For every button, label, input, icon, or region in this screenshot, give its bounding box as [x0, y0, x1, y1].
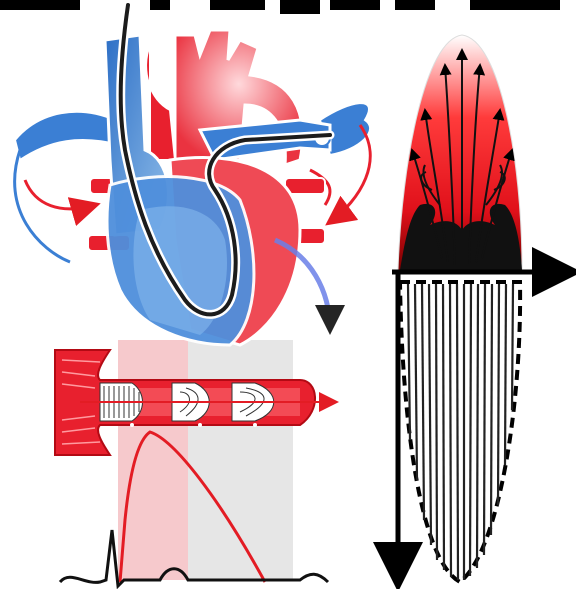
diastole-panel: [188, 340, 293, 580]
velocity-profile-chart: [392, 35, 572, 582]
systole-panel: [118, 340, 188, 580]
cropped-title-strokes: [0, 0, 560, 14]
heart-illustration: [15, 5, 371, 345]
